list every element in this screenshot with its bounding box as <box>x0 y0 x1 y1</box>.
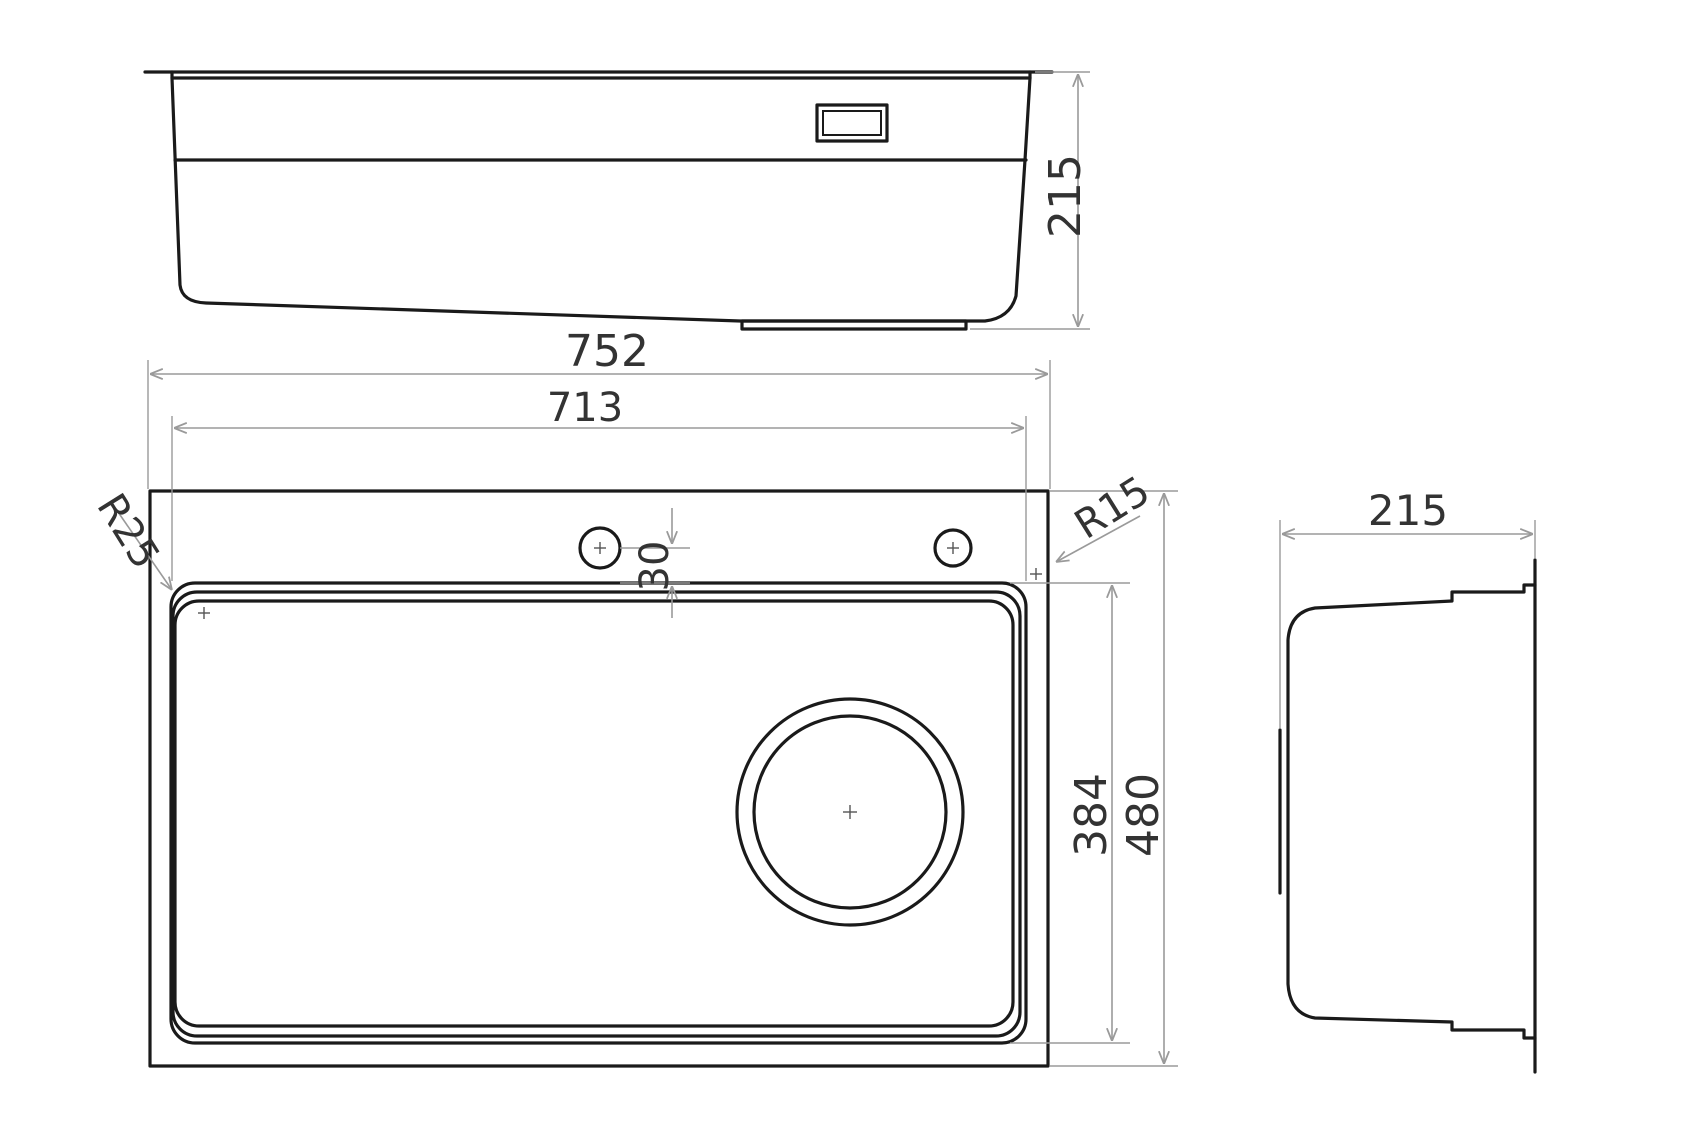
corner-radius-right-label: R15 <box>1067 468 1158 549</box>
tap-hole-right <box>933 528 973 568</box>
side-width-label: 215 <box>1368 486 1448 535</box>
tap-hole-offset-label: 30 <box>632 541 678 592</box>
drain-inner <box>752 714 948 910</box>
depth-front-label: 215 <box>1040 154 1091 238</box>
bowl-length-label: 384 <box>1066 773 1117 857</box>
inner-width-label: 713 <box>547 385 623 431</box>
corner-radius-left-label: R25 <box>88 486 169 577</box>
side-view <box>1278 520 1537 1074</box>
drain-outer <box>735 697 965 927</box>
front-view <box>143 70 1090 331</box>
overall-length-label: 480 <box>1118 773 1169 857</box>
overall-width-label: 752 <box>565 326 649 377</box>
plan-view <box>117 360 1178 1068</box>
